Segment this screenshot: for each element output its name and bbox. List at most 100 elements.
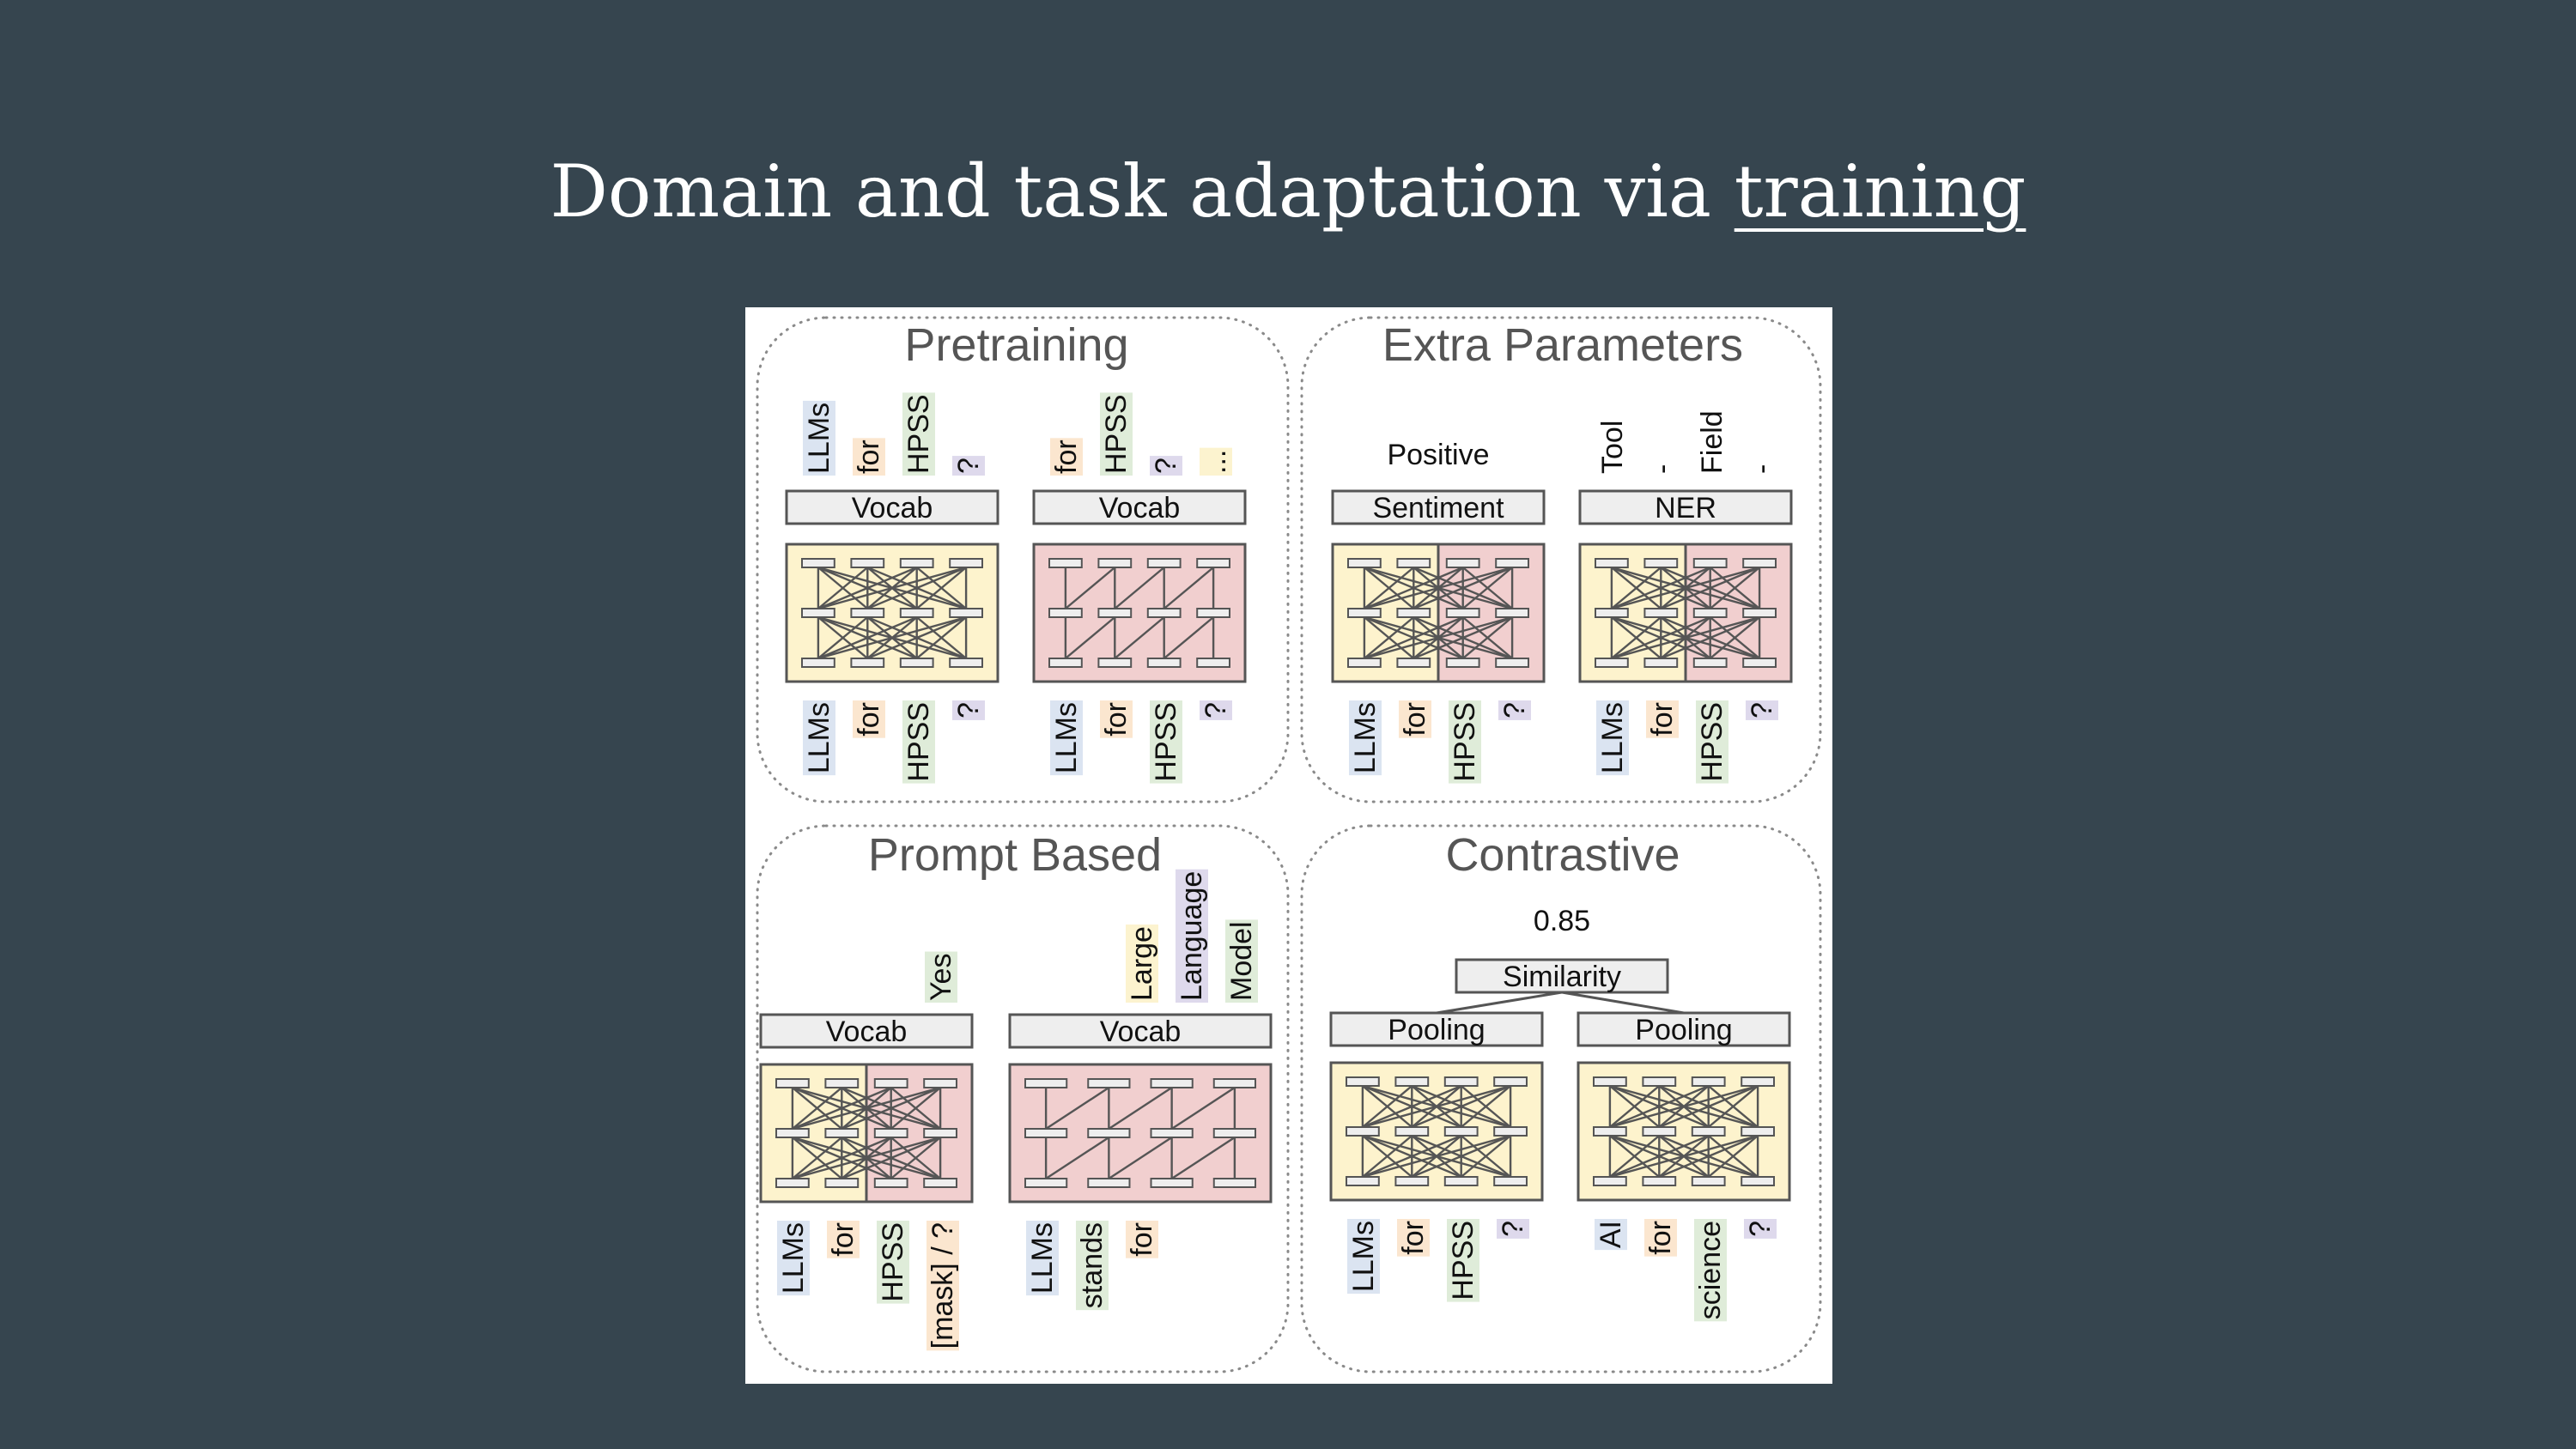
attention-edge bbox=[1362, 1134, 1511, 1179]
neuron-node bbox=[824, 1128, 860, 1138]
neuron-node bbox=[1024, 1128, 1068, 1138]
neuron-node bbox=[1048, 608, 1083, 618]
attention-edge bbox=[792, 1137, 843, 1179]
token-highlight bbox=[1100, 700, 1133, 738]
neuron-node bbox=[1445, 558, 1480, 568]
attention-edge bbox=[1362, 1084, 1462, 1129]
svg-text:LLMs: LLMs bbox=[777, 1222, 810, 1294]
neuron-node bbox=[1346, 1176, 1380, 1186]
token-label: for bbox=[1126, 1221, 1158, 1258]
token-label: for bbox=[827, 1221, 860, 1258]
neuron-node bbox=[1642, 1076, 1677, 1087]
neuron-node bbox=[1196, 658, 1231, 668]
neuron-node bbox=[1595, 558, 1629, 568]
attention-edge bbox=[1461, 567, 1513, 609]
token-label: ? bbox=[1744, 1219, 1777, 1239]
token-highlight bbox=[1347, 1219, 1380, 1294]
svg-text:-: - bbox=[1746, 464, 1778, 474]
token-label: for bbox=[853, 438, 885, 476]
attention-edge bbox=[1460, 1135, 1511, 1178]
attention-edge bbox=[792, 1136, 892, 1180]
attention-edge bbox=[915, 616, 967, 659]
token-label: AI bbox=[1595, 1219, 1627, 1251]
attention-edge bbox=[1707, 1085, 1759, 1128]
neuron-node bbox=[1445, 658, 1480, 668]
neuron-node bbox=[1691, 1126, 1726, 1137]
token-label: ? bbox=[1150, 456, 1182, 476]
head-label: NER bbox=[1655, 492, 1716, 524]
token-highlight bbox=[1644, 1219, 1677, 1257]
sentiment-output: Positive bbox=[1387, 439, 1489, 471]
token-highlight bbox=[1050, 438, 1083, 476]
network-border bbox=[785, 543, 999, 683]
attention-edge bbox=[1460, 1085, 1511, 1128]
panel-title-prompt-based: Prompt Based bbox=[868, 829, 1162, 881]
attention-edge bbox=[817, 566, 967, 610]
neuron-node bbox=[1642, 1126, 1677, 1137]
attention-edge bbox=[1170, 1136, 1236, 1180]
svg-text:LLMs: LLMs bbox=[1347, 1221, 1380, 1292]
transformer-network bbox=[1329, 1061, 1544, 1202]
head-label: Similarity bbox=[1503, 961, 1621, 993]
attention-edge bbox=[792, 1086, 892, 1131]
token-label: LLMs bbox=[777, 1221, 810, 1296]
token-label: ? bbox=[952, 456, 985, 476]
attention-edge bbox=[1709, 567, 1760, 609]
neuron-node bbox=[1048, 558, 1083, 568]
neuron-node bbox=[949, 658, 983, 668]
neuron-node bbox=[873, 1128, 908, 1138]
token-label: LLMs bbox=[1349, 700, 1382, 776]
token-label: HPSS bbox=[902, 700, 935, 784]
token-highlight bbox=[927, 1221, 959, 1351]
svg-text:LLMs: LLMs bbox=[803, 702, 835, 773]
output-heads bbox=[759, 489, 1793, 1049]
token-highlight bbox=[952, 700, 985, 720]
svg-text:HPSS: HPSS bbox=[1100, 394, 1133, 474]
transformer-network bbox=[1008, 1063, 1273, 1203]
neuron-node bbox=[1691, 1076, 1726, 1087]
attention-edge bbox=[1611, 566, 1711, 610]
neuron-node bbox=[923, 1128, 957, 1138]
attention-edge bbox=[1114, 616, 1165, 659]
svg-text:for: for bbox=[1126, 1222, 1158, 1257]
neuron-node bbox=[1495, 558, 1530, 568]
neuron-node bbox=[1643, 658, 1679, 668]
token-highlight bbox=[853, 700, 885, 738]
neuron-node bbox=[1150, 1178, 1194, 1188]
vocab-head bbox=[785, 489, 999, 525]
token-highlight bbox=[1696, 700, 1728, 784]
neuron-node bbox=[1593, 1126, 1627, 1137]
network-border bbox=[1008, 1063, 1273, 1203]
neuron-node bbox=[1347, 608, 1382, 618]
token-label: HPSS bbox=[1449, 700, 1481, 784]
neuron-node bbox=[775, 1178, 810, 1188]
svg-text:[mask] / ?: [mask] / ? bbox=[927, 1222, 959, 1349]
svg-text:?: ? bbox=[1200, 702, 1232, 718]
panel-title-pretraining: Pretraining bbox=[904, 319, 1128, 371]
token-label: HPSS bbox=[902, 392, 935, 476]
neuron-node bbox=[1443, 1176, 1479, 1186]
neuron-node bbox=[1212, 1128, 1257, 1138]
svg-text:?: ? bbox=[1744, 1221, 1777, 1237]
head-label: Vocab bbox=[1099, 492, 1181, 524]
pooling-head bbox=[1577, 1011, 1791, 1047]
head-label: Vocab bbox=[826, 1016, 908, 1048]
neuron-node bbox=[1742, 608, 1777, 618]
attention-edge bbox=[890, 1087, 941, 1130]
attention-edge bbox=[792, 1086, 941, 1131]
attention-edge bbox=[1364, 566, 1513, 610]
neuron-node bbox=[1493, 1176, 1528, 1186]
neuron-node bbox=[824, 1078, 860, 1088]
attention-edge bbox=[817, 567, 869, 609]
svg-text:LLMs: LLMs bbox=[1349, 702, 1382, 773]
neuron-node bbox=[1742, 558, 1777, 568]
neuron-node bbox=[1595, 608, 1629, 618]
token-label: Large bbox=[1126, 925, 1158, 1003]
neuron-node bbox=[1443, 1126, 1479, 1137]
attention-edge bbox=[1609, 1134, 1710, 1179]
vocab-head bbox=[1032, 489, 1247, 525]
token-highlight bbox=[853, 438, 885, 476]
similarity-score: 0.85 bbox=[1534, 905, 1590, 937]
token-label: for bbox=[1397, 1219, 1430, 1257]
svg-text:for: for bbox=[1646, 702, 1679, 737]
